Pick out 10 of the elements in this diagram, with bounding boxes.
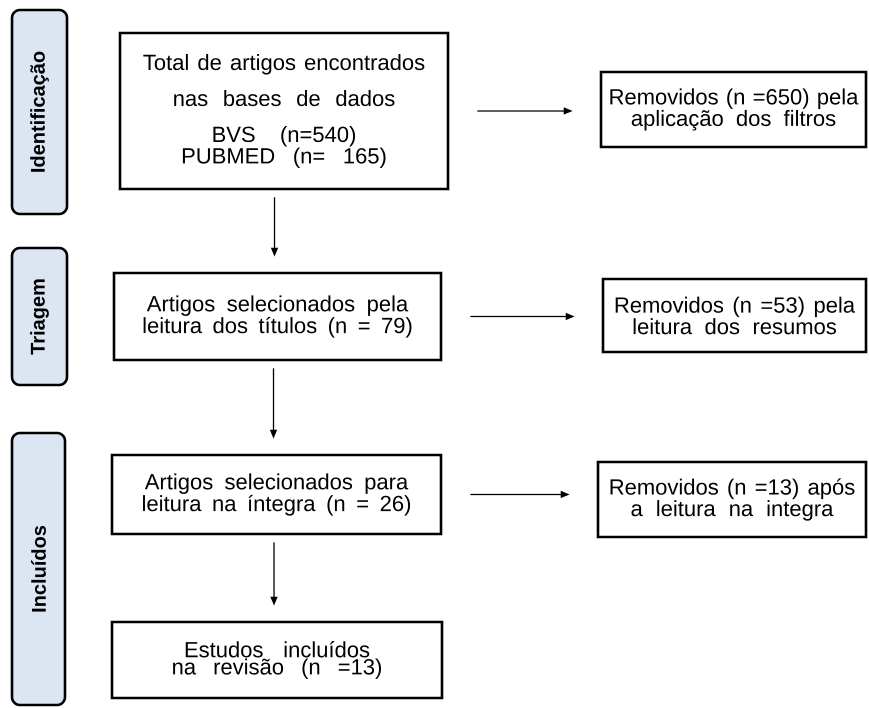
stage-label: Triagem xyxy=(10,246,68,386)
process-box: Removidos (n =650) pela aplicação dos filtros xyxy=(600,70,868,148)
process-box: Estudos incluídos na revisão (n =13) xyxy=(110,620,444,700)
process-box: Artigos selecionados pela leitura dos títulos (n = 79) xyxy=(112,272,442,362)
stage-label: Identificação xyxy=(10,8,68,216)
process-box: Total de artigos encontrados nas bases de dados BVS (n=540) PUBMED (n= 165) xyxy=(118,32,450,190)
process-box: Removidos (n =13) após a leitura na integra xyxy=(596,460,868,538)
stage-label: Incluídos xyxy=(10,432,66,706)
process-box: Artigos selecionados para leitura na íntegra (n = 26) xyxy=(110,454,442,536)
process-box: Removidos (n =53) pela leitura dos resumos xyxy=(602,278,868,354)
